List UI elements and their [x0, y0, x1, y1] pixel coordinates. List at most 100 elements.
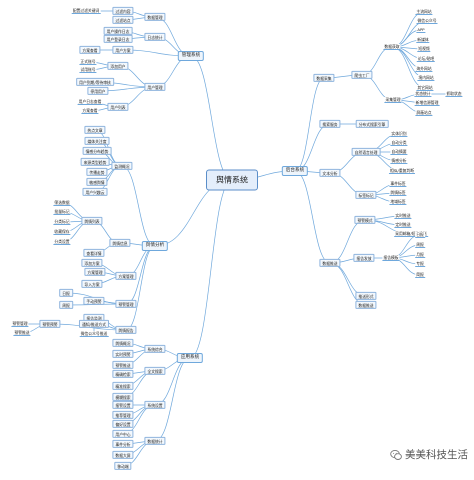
subtopic-node: 预警预警: [39, 319, 61, 329]
leaf-node: 微信公众号: [416, 18, 438, 24]
leaf-node: 自动分类: [390, 140, 408, 146]
leaf-node: 微信公众号推送: [79, 331, 109, 337]
subtopic-node: 精确检索: [112, 369, 134, 379]
leaf-node: 数据获取: [383, 44, 401, 50]
leaf-node: 采集管理: [384, 97, 402, 103]
subtopic-node: 报告发放: [353, 253, 375, 263]
root-node: 舆情系统: [206, 169, 258, 191]
subtopic-node: 用户兴趣云: [82, 187, 108, 197]
subtopic-node: 情感分布趋势: [82, 146, 112, 156]
leaf-node: 周报: [415, 242, 425, 248]
subtopic-node: 移动端: [114, 461, 132, 471]
subtopic-node: 方案查看: [79, 45, 101, 55]
leaf-node: 用户日志查看: [77, 99, 103, 105]
mindmap-connector: [189, 179, 233, 359]
leaf-node: 海外网站: [415, 66, 433, 72]
subtopic-node: 报警设置: [112, 400, 134, 410]
subtopic-node: 停用用户: [87, 86, 109, 96]
subtopic-node: 媒体关注度: [84, 136, 110, 146]
subtopic-node: 舆情列表: [81, 216, 103, 226]
subtopic-node: 添加方案: [81, 258, 103, 268]
mindmap-connector: [121, 165, 156, 247]
mindmap-connector: [294, 123, 331, 172]
leaf-node: 配置过滤关键词: [71, 8, 101, 14]
subtopic-node: 事件分析: [112, 439, 134, 449]
topic-node: 用户方案: [112, 45, 134, 55]
subtopic-node: 精准搜索: [112, 381, 134, 391]
topic-node: 舆情报告: [115, 325, 137, 335]
subtopic-node: 热点文章: [84, 125, 106, 135]
mindmap-connector: [294, 170, 331, 264]
topic-node: 数据统计: [144, 436, 166, 446]
leaf-node: 简报: [415, 272, 425, 278]
leaf-node: 正式账号: [79, 59, 97, 65]
topic-node: 系统设置: [144, 400, 166, 410]
subtopic-node: 用户列表: [107, 102, 129, 112]
leaf-node: 事件标签: [389, 181, 407, 187]
leaf-node: 采用邮箱/短信推送: [394, 231, 428, 237]
subtopic-node: 爬虫工厂: [351, 70, 373, 80]
leaf-node: 主流网站: [415, 9, 433, 15]
subtopic-node: 预警模式: [354, 215, 376, 225]
leaf-node: 实体识别: [390, 131, 408, 137]
subtopic-node: 推送形式: [355, 291, 377, 301]
subtopic-node: 添加用户: [107, 61, 129, 71]
leaf-node: 新媒体: [416, 37, 430, 43]
branch-node: 舆情分析: [141, 241, 169, 251]
subtopic-node: 方案管理: [84, 267, 106, 277]
leaf-node: 境内网站: [417, 75, 435, 81]
subtopic-node: 预警推送: [112, 360, 134, 370]
branch-node: 后台系统: [281, 166, 309, 176]
subtopic-node: 导入方案: [81, 279, 103, 289]
subtopic-node: 用户登录日志: [103, 34, 133, 44]
topic-node: 舆情信息: [109, 238, 131, 248]
leaf-node: 相似/重复判断: [388, 168, 416, 174]
subtopic-node: 用户中心: [112, 429, 134, 439]
leaf-node: 分类标记: [53, 219, 71, 225]
leaf-node: 情感分析: [390, 158, 408, 164]
leaf-node: 其它网站: [416, 85, 434, 91]
leaf-node: 自动摘要: [390, 149, 408, 155]
subtopic-node: 通知/推送方式: [78, 319, 110, 329]
topic-node: 日志统计: [144, 32, 166, 42]
leaf-node: 方案查看: [81, 108, 99, 114]
subtopic-node: 敏感舆情: [86, 177, 108, 187]
watermark-text: 美美科技生活: [405, 449, 468, 461]
topic-node: 方案管理: [115, 271, 137, 281]
leaf-node: APP: [416, 27, 426, 33]
wechat-icon: [390, 449, 402, 460]
topic-node: 系统综合: [144, 344, 166, 354]
subtopic-node: 用户操作日志: [103, 26, 133, 36]
topic-node: 数据推送: [319, 258, 341, 268]
leaf-node: 预警推送: [13, 330, 31, 336]
subtopic-node: 标签标记: [355, 190, 377, 200]
subtopic-node: 数据推送: [355, 300, 377, 310]
leaf-node: 批量标记: [53, 209, 71, 215]
mindmap-connector: [190, 55, 233, 181]
subtopic-node: 传播走势: [86, 167, 108, 177]
topic-node: 搜索服务: [319, 119, 341, 129]
watermark: 美美科技生活: [390, 447, 468, 462]
leaf-node: 收藏保存: [53, 229, 71, 235]
leaf-node: 短视频: [417, 46, 431, 52]
leaf-node: 试用账号: [79, 67, 97, 73]
subtopic-node: 舆情概况: [112, 338, 134, 348]
topic-node: 文本分析: [319, 168, 341, 178]
mindmap-connector: [125, 245, 156, 331]
subtopic-node: 分布式搜索引擎: [355, 119, 389, 129]
leaf-node: 月报: [415, 252, 425, 258]
subtopic-node: 来源类型趋势: [80, 157, 110, 167]
topic-node: 监测概况: [111, 161, 133, 171]
topic-node: 用户管理: [144, 82, 166, 92]
subtopic-node: 模糊搜索: [112, 392, 134, 402]
leaf-node: 分类设置: [53, 239, 71, 245]
subtopic-node: 过滤内容: [112, 6, 134, 16]
leaf-node: 论坛/贴吧: [416, 56, 436, 62]
subtopic-node: 自然语言处理: [351, 147, 381, 157]
subtopic-node: 手动预警: [83, 296, 105, 306]
leaf-node: 地域标签: [389, 199, 407, 205]
leaf-node: 状态统计: [414, 91, 432, 97]
topic-node: 全文搜索: [144, 366, 166, 376]
